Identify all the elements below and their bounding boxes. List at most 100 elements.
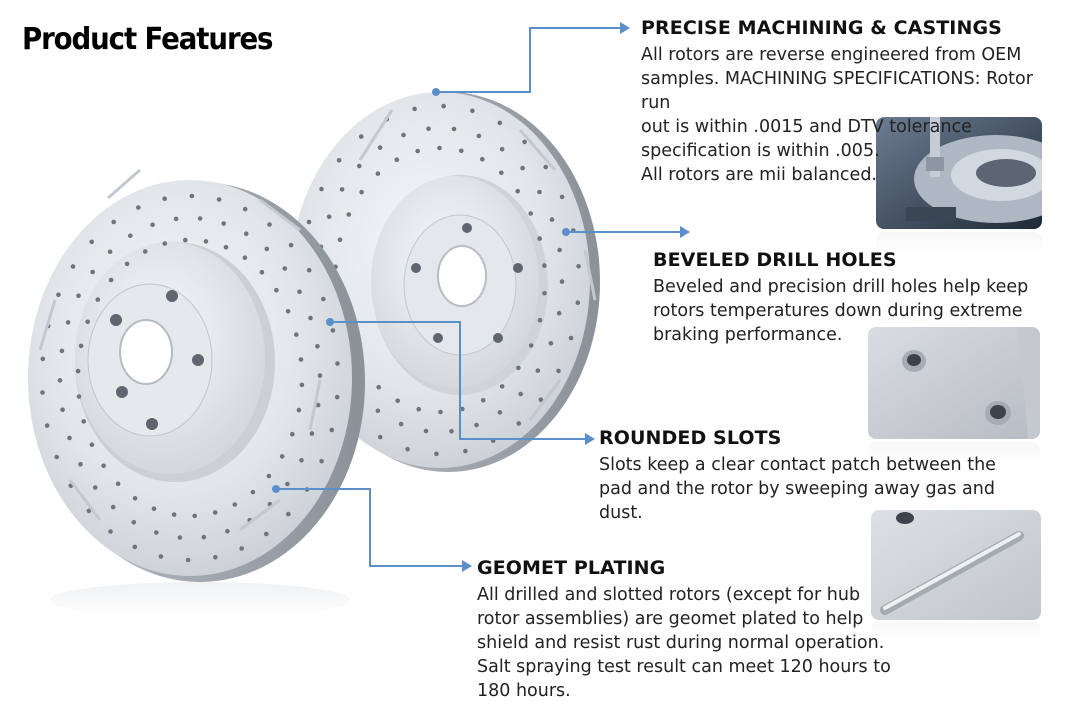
drill-hole <box>203 239 209 244</box>
drill-hole <box>515 188 520 194</box>
drill-hole <box>306 219 312 225</box>
drill-hole <box>290 431 295 437</box>
drill-hole <box>548 341 554 346</box>
drill-hole <box>189 193 195 199</box>
drill-hole <box>197 216 203 221</box>
drill-hole <box>285 309 291 314</box>
drill-hole <box>89 239 94 245</box>
drill-hole <box>538 397 544 403</box>
page-title: Product Features <box>22 22 274 57</box>
drill-hole <box>282 266 288 271</box>
drill-hole <box>173 216 179 222</box>
drill-hole <box>162 196 167 201</box>
drill-hole <box>463 448 468 454</box>
drill-hole <box>136 205 141 210</box>
drill-hole <box>376 384 382 390</box>
drill-hole <box>192 513 197 519</box>
feature-description: Slots keep a clear contact patch between… <box>599 455 996 523</box>
drill-hole <box>335 361 340 366</box>
drill-hole <box>232 502 238 507</box>
drill-hole <box>480 398 486 403</box>
drill-hole <box>398 421 404 427</box>
feature-description: Beveled and precision drill holes help k… <box>653 277 1029 345</box>
drill-hole <box>108 529 113 534</box>
drill-hole <box>67 435 72 441</box>
drill-hole <box>542 290 547 296</box>
drill-hole <box>242 206 248 212</box>
feature-heading: GEOMET PLATING <box>477 557 666 579</box>
drill-hole <box>334 394 340 400</box>
drill-hole <box>306 267 312 273</box>
drill-hole <box>375 171 381 176</box>
drill-hole <box>315 402 321 408</box>
feature-description: All rotors are reverse engineered from O… <box>641 45 1033 185</box>
drill-hole <box>497 120 503 126</box>
drill-hole <box>212 510 218 515</box>
drill-hole <box>336 158 342 163</box>
drill-hole <box>297 289 302 295</box>
feature-heading: BEVELED DRILL HOLES <box>653 249 897 271</box>
drill-hole <box>221 221 226 226</box>
drill-hole <box>549 217 555 222</box>
drill-hole <box>476 133 482 139</box>
drill-hole <box>415 148 421 154</box>
drill-hole <box>151 506 157 512</box>
drill-hole <box>308 315 313 321</box>
drill-hole <box>154 530 159 535</box>
drill-hole <box>250 489 256 495</box>
machining-thumbnail <box>876 117 1042 229</box>
drill-hole <box>128 233 133 239</box>
drill-hole <box>44 423 50 428</box>
drill-hole <box>298 357 304 362</box>
drill-hole <box>171 512 177 517</box>
drill-hole <box>441 103 446 109</box>
drill-hole <box>499 146 505 152</box>
drill-hole <box>274 287 279 293</box>
feature-rounded-slots: ROUNDED SLOTS Slots keep a clear contact… <box>599 427 999 525</box>
drill-hole <box>183 237 188 243</box>
drill-hole <box>56 292 61 298</box>
callout-lines <box>276 27 680 567</box>
drill-hole <box>95 297 101 302</box>
drill-hole <box>288 242 294 248</box>
drill-hole <box>556 368 561 374</box>
drill-hole <box>528 343 534 348</box>
drill-hole <box>516 421 522 426</box>
feature-heading: PRECISE MACHINING & CASTINGS <box>641 17 1002 39</box>
drill-hole <box>81 419 86 424</box>
drill-hole <box>575 300 581 306</box>
drill-hole <box>401 132 406 138</box>
drill-hole <box>108 277 114 283</box>
drill-hole <box>286 511 291 517</box>
drill-hole <box>309 431 315 436</box>
drill-hole <box>216 197 222 202</box>
drill-hole <box>132 496 138 501</box>
drill-hole <box>317 373 323 378</box>
drill-hole <box>132 544 138 550</box>
drill-hole <box>279 454 285 459</box>
front-rotor <box>28 168 365 582</box>
feature-geomet-plating: GEOMET PLATING All drilled and slotted r… <box>477 557 897 703</box>
drill-hole <box>85 319 90 325</box>
drill-hole <box>542 263 547 268</box>
drill-hole <box>315 344 320 349</box>
drill-hole <box>75 368 81 374</box>
drill-hole <box>559 194 565 200</box>
drill-hole <box>449 429 454 434</box>
drill-hole <box>177 535 183 540</box>
drill-hole <box>201 534 207 540</box>
drill-holes-thumbnail <box>868 327 1040 439</box>
drill-hole <box>111 219 116 225</box>
drill-hole <box>357 163 362 169</box>
drill-hole <box>162 241 168 246</box>
slot-thumbnail <box>871 510 1041 620</box>
drill-hole <box>131 520 137 525</box>
feature-beveled-drill-holes: BEVELED DRILL HOLES Beveled and precisio… <box>653 249 1053 347</box>
drill-hole <box>377 434 383 440</box>
drill-hole <box>470 108 475 114</box>
drill-hole <box>40 390 45 395</box>
drill-hole <box>267 222 272 227</box>
drill-hole <box>242 255 248 260</box>
drill-hole <box>60 407 65 413</box>
